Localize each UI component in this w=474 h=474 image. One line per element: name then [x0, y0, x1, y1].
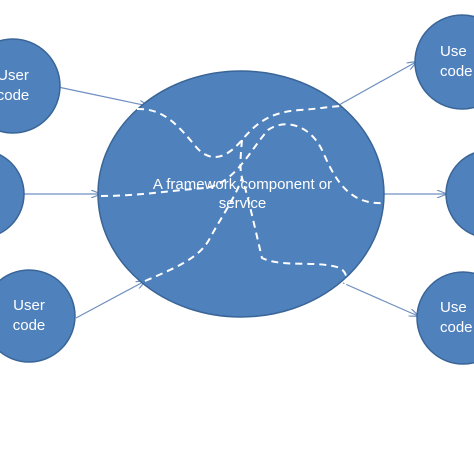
center-component-label: A framework component or service: [152, 176, 333, 212]
arrow-center-to-top-right: [329, 62, 416, 111]
dashed-boundaries: [100, 105, 384, 286]
node-mid-left: [0, 153, 25, 235]
node-top-left: [0, 38, 61, 134]
node-bottom-right-label: Use code: [440, 299, 473, 336]
framework-component-ellipse: [97, 70, 385, 318]
node-bottom-right: [416, 271, 474, 365]
arrow-bottom-left-to-center: [75, 281, 145, 319]
node-top-left-label: User code: [0, 67, 30, 104]
dashed-path-mid-left-to-right: [100, 123, 384, 205]
node-top-right-label: Use code: [440, 43, 473, 80]
node-bottom-left-label: User code: [12, 297, 46, 334]
node-top-right: [414, 14, 474, 110]
arrow-center-to-bottom-right: [342, 282, 418, 316]
node-mid-right: [445, 152, 474, 236]
dashed-path-connector: [239, 139, 243, 179]
dashed-path-top-left-to-right: [136, 105, 346, 158]
arrow-top-left-to-center: [57, 86, 148, 106]
node-bottom-left: [0, 269, 76, 363]
